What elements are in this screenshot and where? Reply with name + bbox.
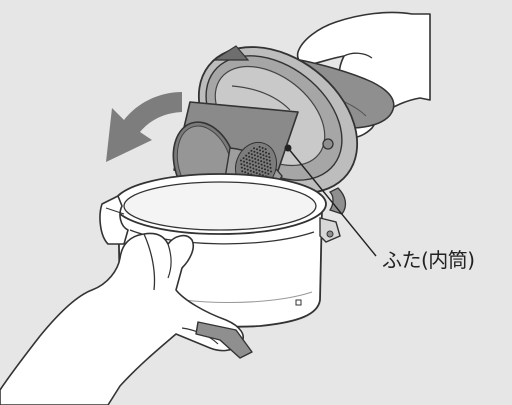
- mesh-hole: [256, 152, 258, 154]
- mesh-hole: [259, 146, 261, 148]
- mesh-hole: [246, 162, 248, 164]
- mesh-hole: [250, 170, 252, 172]
- mesh-hole: [243, 157, 245, 159]
- mesh-hole: [257, 155, 259, 157]
- mesh-hole: [244, 171, 246, 173]
- mesh-hole: [249, 163, 251, 165]
- mesh-hole: [263, 161, 265, 163]
- mesh-hole: [249, 159, 251, 161]
- mesh-hole: [255, 169, 257, 171]
- mesh-hole: [252, 160, 254, 162]
- mesh-hole: [269, 160, 271, 162]
- mesh-hole: [244, 168, 246, 170]
- mesh-hole: [254, 154, 256, 156]
- mesh-hole: [264, 168, 266, 170]
- mesh-hole: [253, 147, 255, 149]
- pot-rim: [114, 174, 326, 234]
- mesh-hole: [251, 153, 253, 155]
- mesh-hole: [240, 160, 242, 162]
- mesh-hole: [265, 152, 267, 154]
- mesh-hole: [245, 155, 247, 157]
- mesh-hole: [248, 152, 250, 154]
- mesh-hole: [265, 155, 267, 157]
- mesh-hole: [246, 158, 248, 160]
- mesh-hole: [267, 173, 269, 175]
- mesh-hole: [261, 164, 263, 166]
- mesh-hole: [243, 164, 245, 166]
- mesh-hole: [240, 163, 242, 165]
- mesh-hole: [266, 162, 268, 164]
- mesh-hole: [260, 157, 262, 159]
- mesh-hole: [258, 170, 260, 172]
- mesh-hole: [270, 167, 272, 169]
- mesh-hole: [253, 151, 255, 153]
- mesh-hole: [269, 163, 271, 165]
- mesh-hole: [258, 163, 260, 165]
- mesh-hole: [256, 172, 258, 174]
- mesh-hole: [264, 165, 266, 167]
- mesh-hole: [264, 172, 266, 174]
- mesh-hole: [241, 170, 243, 172]
- mesh-hole: [268, 156, 270, 158]
- mesh-hole: [249, 166, 251, 168]
- mesh-hole: [270, 171, 272, 173]
- mesh-hole: [259, 153, 261, 155]
- mesh-hole: [241, 167, 243, 169]
- mesh-hole: [263, 158, 265, 160]
- rotation-arrow-icon: [106, 92, 182, 162]
- mesh-hole: [248, 156, 250, 158]
- mesh-hole: [262, 147, 264, 149]
- mesh-hole: [261, 167, 263, 169]
- mesh-hole: [252, 164, 254, 166]
- lid-inner-cylinder-label: ふた(内筒): [382, 244, 475, 273]
- mesh-hole: [258, 166, 260, 168]
- mesh-hole: [259, 149, 261, 151]
- mesh-hole: [254, 158, 256, 160]
- mesh-hole: [250, 150, 252, 152]
- mesh-hole: [247, 169, 249, 171]
- mesh-hole: [253, 171, 255, 173]
- mesh-hole: [251, 157, 253, 159]
- mesh-hole: [267, 166, 269, 168]
- mesh-hole: [255, 161, 257, 163]
- mesh-hole: [261, 171, 263, 173]
- mesh-hole: [267, 169, 269, 171]
- mesh-hole: [256, 148, 258, 150]
- mesh-hole: [246, 165, 248, 167]
- mesh-hole: [262, 154, 264, 156]
- mesh-hole: [265, 148, 267, 150]
- mesh-hole: [257, 159, 259, 161]
- mesh-hole: [262, 151, 264, 153]
- mesh-hole: [255, 165, 257, 167]
- mesh-hole: [260, 160, 262, 162]
- mesh-hole: [266, 159, 268, 161]
- mesh-hole: [252, 168, 254, 170]
- mesh-hole: [268, 153, 270, 155]
- pot-right-lug: [320, 218, 340, 242]
- mesh-hole: [243, 161, 245, 163]
- mesh-hole: [259, 173, 261, 175]
